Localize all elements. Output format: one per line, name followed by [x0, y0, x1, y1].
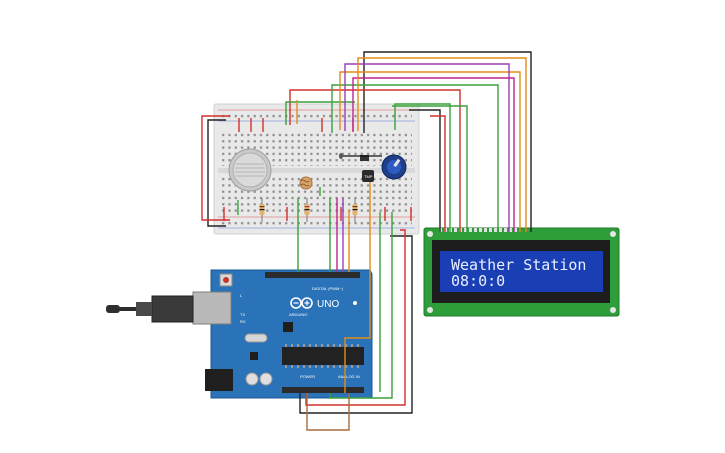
microcontroller-chip	[282, 347, 364, 365]
arduino-logo-icon	[290, 297, 313, 309]
resistor-1	[259, 198, 265, 222]
power-jack	[205, 369, 233, 391]
wires[interactable]	[201, 51, 532, 431]
usb-cable-icon[interactable]	[106, 295, 194, 323]
breadboard[interactable]	[213, 103, 420, 235]
power-label: POWER	[300, 374, 315, 379]
board-name: UNO	[317, 299, 339, 310]
svg-text:TMP: TMP	[364, 174, 373, 179]
brand-label: ARDUINO	[289, 312, 307, 317]
photoresistor-icon[interactable]	[299, 176, 313, 190]
lcd-screen	[440, 251, 603, 292]
tx-label: TX	[240, 312, 245, 317]
rx-label: RX	[240, 319, 246, 324]
potentiometer-icon[interactable]	[381, 154, 407, 180]
lcd-line-1: Weather Station	[451, 256, 586, 274]
lcd-module[interactable]: Weather Station 08:0:0	[423, 227, 620, 317]
l-label: L	[240, 293, 243, 298]
temperature-sensor-icon[interactable]: TMP	[362, 170, 374, 182]
arduino-board[interactable]: UNO ARDUINO DIGITAL (PWM~) POWER ANALOG …	[192, 269, 373, 399]
push-button[interactable]	[360, 155, 369, 161]
resistor-3	[352, 198, 358, 222]
resistor-2	[304, 198, 310, 222]
small-component	[339, 153, 382, 159]
usb-port	[192, 291, 232, 325]
digital-label: DIGITAL (PWM~)	[312, 286, 344, 291]
analog-label: ANALOG IN	[338, 374, 360, 379]
gas-sensor-icon[interactable]	[228, 148, 272, 192]
lcd-line-2: 08:0:0	[451, 272, 505, 290]
